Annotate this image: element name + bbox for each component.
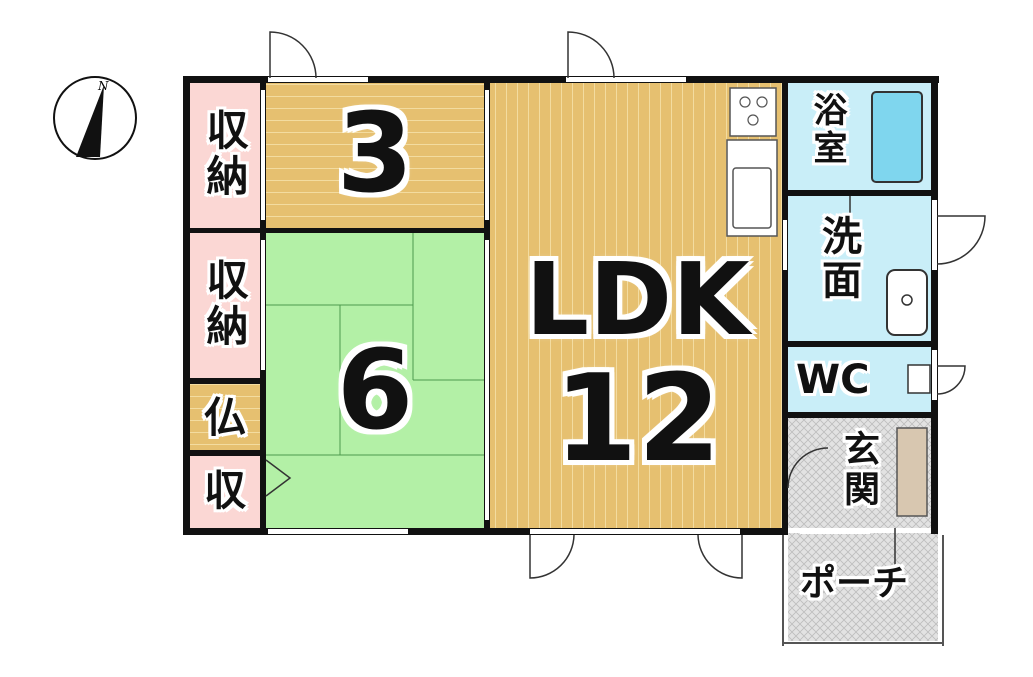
bathroom-label: 浴室 <box>807 92 847 168</box>
toilet-floor <box>788 347 931 412</box>
altar-label: 仏 <box>204 393 247 442</box>
washbasin <box>886 269 928 336</box>
openings <box>261 77 937 534</box>
compass-north-label: N <box>97 79 109 93</box>
porch-floor <box>788 533 938 641</box>
storage-small-label: 収 <box>204 466 247 515</box>
storage-mid-floor <box>190 233 260 378</box>
washroom-label: 洗面 <box>815 215 861 303</box>
toilet-label: WC <box>796 357 870 403</box>
entrance-label: 玄関 <box>838 430 879 510</box>
stove <box>729 87 777 137</box>
ldk-name: LDK <box>525 241 750 358</box>
bathtub <box>871 91 923 183</box>
altar-floor <box>190 384 260 450</box>
tatami-room-size: 6 <box>336 326 414 454</box>
compass-icon: N <box>53 76 137 160</box>
western-room-floor <box>266 82 485 228</box>
storage-top-floor <box>190 82 260 228</box>
porch-outline <box>782 535 944 646</box>
western-room-size: 3 <box>336 89 414 217</box>
sink <box>732 167 772 229</box>
ldk-size: 12 <box>554 350 721 489</box>
tatami-seams <box>266 233 485 456</box>
porch-label: ポーチ <box>800 563 909 604</box>
shoe-box <box>896 427 928 517</box>
storage-mid-label: 収納 <box>200 258 249 350</box>
doors <box>265 31 986 579</box>
storage-small-floor <box>190 456 260 528</box>
storage-top-label: 収納 <box>200 108 249 200</box>
toilet-tank <box>907 364 931 394</box>
